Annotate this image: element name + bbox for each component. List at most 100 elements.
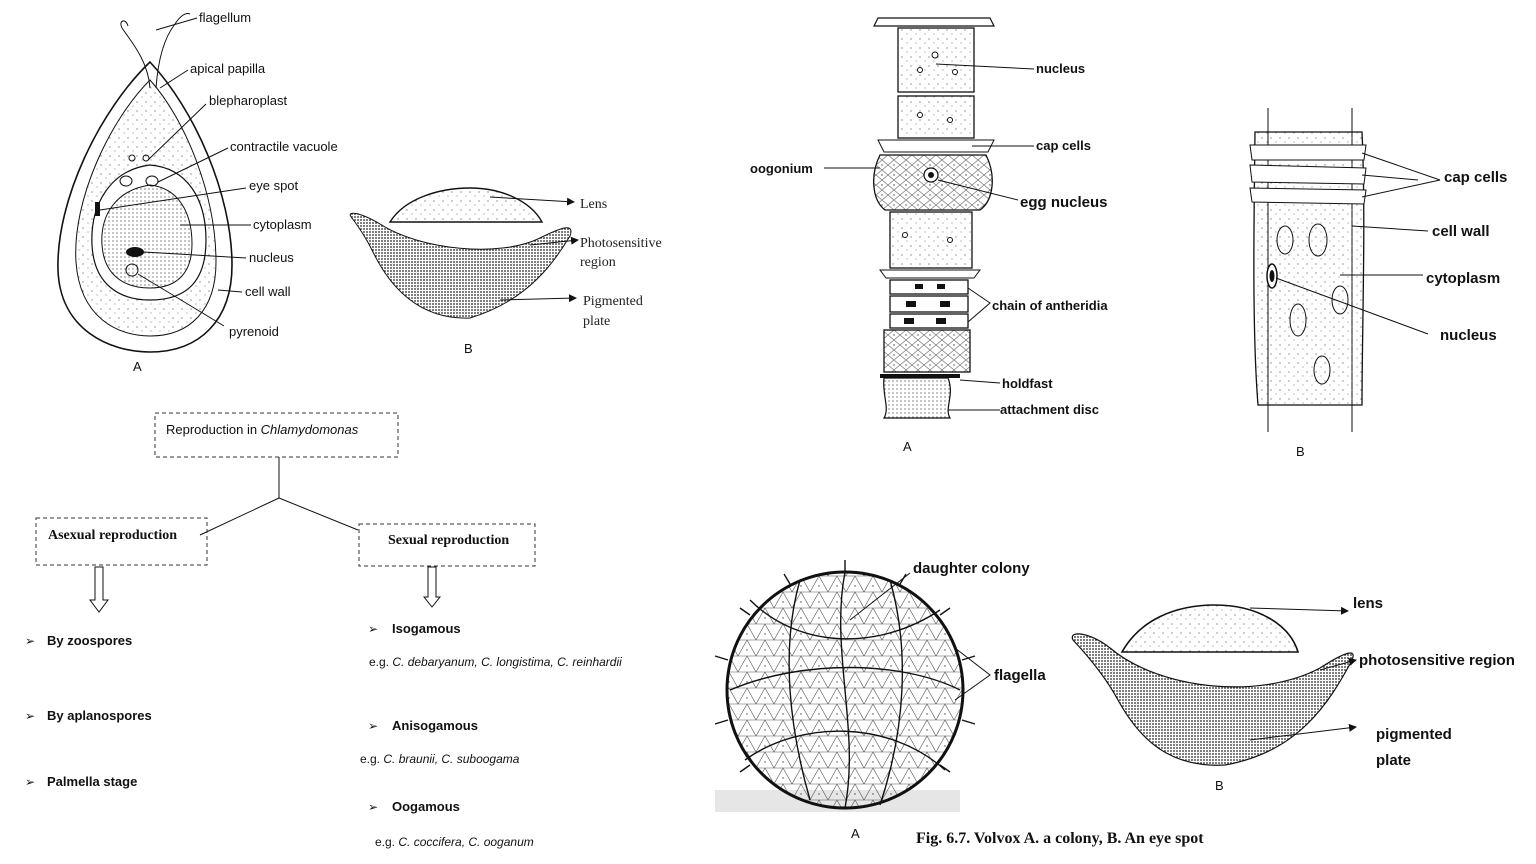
flagella-lines	[714, 560, 976, 773]
eyespot-large-diagram: lens photosensitive region pigmented pla…	[1071, 595, 1515, 793]
letter-b-cell: B	[1296, 444, 1305, 459]
label-blepharoplast: blepharoplast	[209, 93, 287, 108]
label-cytoplasm-b: cytoplasm	[1426, 270, 1500, 287]
cap-cells-ring	[877, 139, 995, 153]
cell-3	[889, 211, 973, 269]
bullet-arrow-icon: ➢	[25, 709, 35, 723]
sexual-item-anisogamous: Anisogamous	[392, 718, 478, 733]
letter-b-eyespot-large: B	[1215, 778, 1224, 793]
asexual-item-palmella: Palmella stage	[47, 774, 137, 789]
pigmented-plate-large	[1071, 633, 1354, 766]
label-antheridia: chain of antheridia	[992, 298, 1108, 313]
oogamous-examples: e.g. C. coccifera, C. ooganum	[375, 835, 534, 849]
holdfast-band	[880, 374, 960, 378]
asexual-item-zoospores: By zoospores	[47, 633, 132, 648]
letter-a-chlamy: A	[133, 359, 142, 374]
label-egg-nucleus: egg nucleus	[1020, 194, 1108, 211]
title-box	[154, 412, 399, 458]
cell-wall-outline	[57, 60, 233, 353]
label-photosensitive-1: Photosensitive	[580, 236, 662, 251]
chlamydomonas-diagram: flagellum apical papilla blepharoplast c…	[57, 10, 338, 374]
asexual-box	[35, 517, 208, 566]
label-pigmented-1: Pigmented	[583, 294, 643, 309]
sexual-item-isogamous: Isogamous	[392, 621, 461, 636]
letter-a-oed: A	[903, 439, 912, 454]
bullet-arrow-icon: ➢	[368, 622, 378, 636]
label-cap-cells-oed: cap cells	[1036, 138, 1091, 153]
eye-spot	[95, 202, 100, 216]
label-cap-cells-b: cap cells	[1444, 169, 1507, 186]
label-flagellum: flagellum	[199, 10, 251, 25]
oedogonium-cell-diagram: cap cells cell wall cytoplasm nucleus B	[1249, 108, 1507, 459]
nucleus	[126, 247, 144, 257]
holdfast	[882, 377, 952, 419]
top-cap	[873, 17, 995, 27]
isogamous-examples: e.g. C. debaryanum, C. longistima, C. re…	[369, 655, 622, 669]
bullet-arrow-icon: ➢	[25, 634, 35, 648]
label-contractile-vacuole: contractile vacuole	[230, 139, 338, 154]
bullet-arrow-icon: ➢	[368, 719, 378, 733]
cell-1	[897, 27, 975, 93]
eyespot-small-diagram: Lens Photosensitive region Pigmented pla…	[349, 187, 662, 356]
label-pigmented-large-1: pigmented	[1376, 726, 1452, 743]
label-nucleus: nucleus	[249, 250, 294, 265]
label-daughter-colony: daughter colony	[913, 560, 1030, 577]
blepharoplast-right	[142, 154, 150, 162]
figure-caption: Fig. 6.7. Volvox A. a colony, B. An eye …	[916, 830, 1204, 847]
oedogonium-filament-diagram: nucleus cap cells oogonium egg nucleus c…	[750, 17, 1108, 454]
contractile-vacuole-right	[145, 175, 159, 187]
cap-ring-2	[879, 269, 981, 279]
volvox-colony-diagram: daughter colony flagella A	[714, 560, 1046, 841]
label-cytoplasm: cytoplasm	[253, 217, 312, 232]
antheridium-3	[889, 313, 969, 329]
sexual-box	[358, 523, 536, 567]
lens-large	[1120, 604, 1300, 653]
sexual-label: Sexual reproduction	[388, 533, 509, 548]
label-photosensitive-large: photosensitive region	[1359, 652, 1515, 669]
cell-4	[883, 329, 971, 373]
pyrenoid	[125, 263, 139, 277]
cap-cell-2	[1249, 164, 1367, 185]
contractile-vacuole-left	[119, 175, 133, 187]
label-attachment-disc: attachment disc	[1000, 402, 1099, 417]
colony-mesh	[729, 571, 961, 809]
cell-2	[897, 95, 975, 139]
blepharoplast-left	[128, 154, 136, 162]
oogonium	[873, 154, 993, 211]
antheridium-2	[889, 295, 969, 313]
label-eye-spot: eye spot	[249, 178, 299, 193]
antheridium-1	[889, 279, 969, 295]
label-pigmented-large-2: plate	[1376, 752, 1411, 769]
sexual-arrow	[422, 566, 442, 608]
lens-shape	[388, 187, 544, 223]
label-pyrenoid: pyrenoid	[229, 324, 279, 339]
asexual-item-aplanospores: By aplanospores	[47, 708, 152, 723]
letter-b-eyespot: B	[464, 341, 473, 356]
asexual-arrow	[89, 566, 109, 613]
label-holdfast: holdfast	[1002, 376, 1053, 391]
letter-a-volvox: A	[851, 826, 860, 841]
label-photosensitive-2: region	[580, 255, 616, 270]
label-lens-large: lens	[1353, 595, 1383, 612]
asexual-label: Asexual reproduction	[48, 528, 177, 543]
bullet-arrow-icon: ➢	[25, 775, 35, 789]
label-pigmented-2: plate	[583, 314, 610, 329]
flowchart-title: Reproduction in Chlamydomonas	[166, 422, 359, 437]
sexual-item-oogamous: Oogamous	[392, 799, 460, 814]
bullet-arrow-icon: ➢	[368, 800, 378, 814]
label-nucleus-b: nucleus	[1440, 327, 1497, 344]
label-nucleus-oed: nucleus	[1036, 61, 1085, 76]
label-apical-papilla: apical papilla	[190, 61, 266, 76]
cap-cell-1	[1249, 144, 1367, 161]
label-cell-wall: cell wall	[245, 284, 291, 299]
cap-cell-3	[1249, 187, 1367, 205]
cytoplasm-region	[101, 184, 193, 289]
label-flagella: flagella	[994, 667, 1046, 684]
label-cell-wall-b: cell wall	[1432, 223, 1490, 240]
label-oogonium: oogonium	[750, 161, 813, 176]
label-lens-small: Lens	[580, 197, 607, 212]
pigmented-plate	[349, 212, 572, 319]
reproduction-flowchart: Reproduction in Chlamydomonas Asexual re…	[25, 412, 622, 849]
anisogamous-examples: e.g. C. braunii, C. suboogama	[360, 752, 520, 766]
